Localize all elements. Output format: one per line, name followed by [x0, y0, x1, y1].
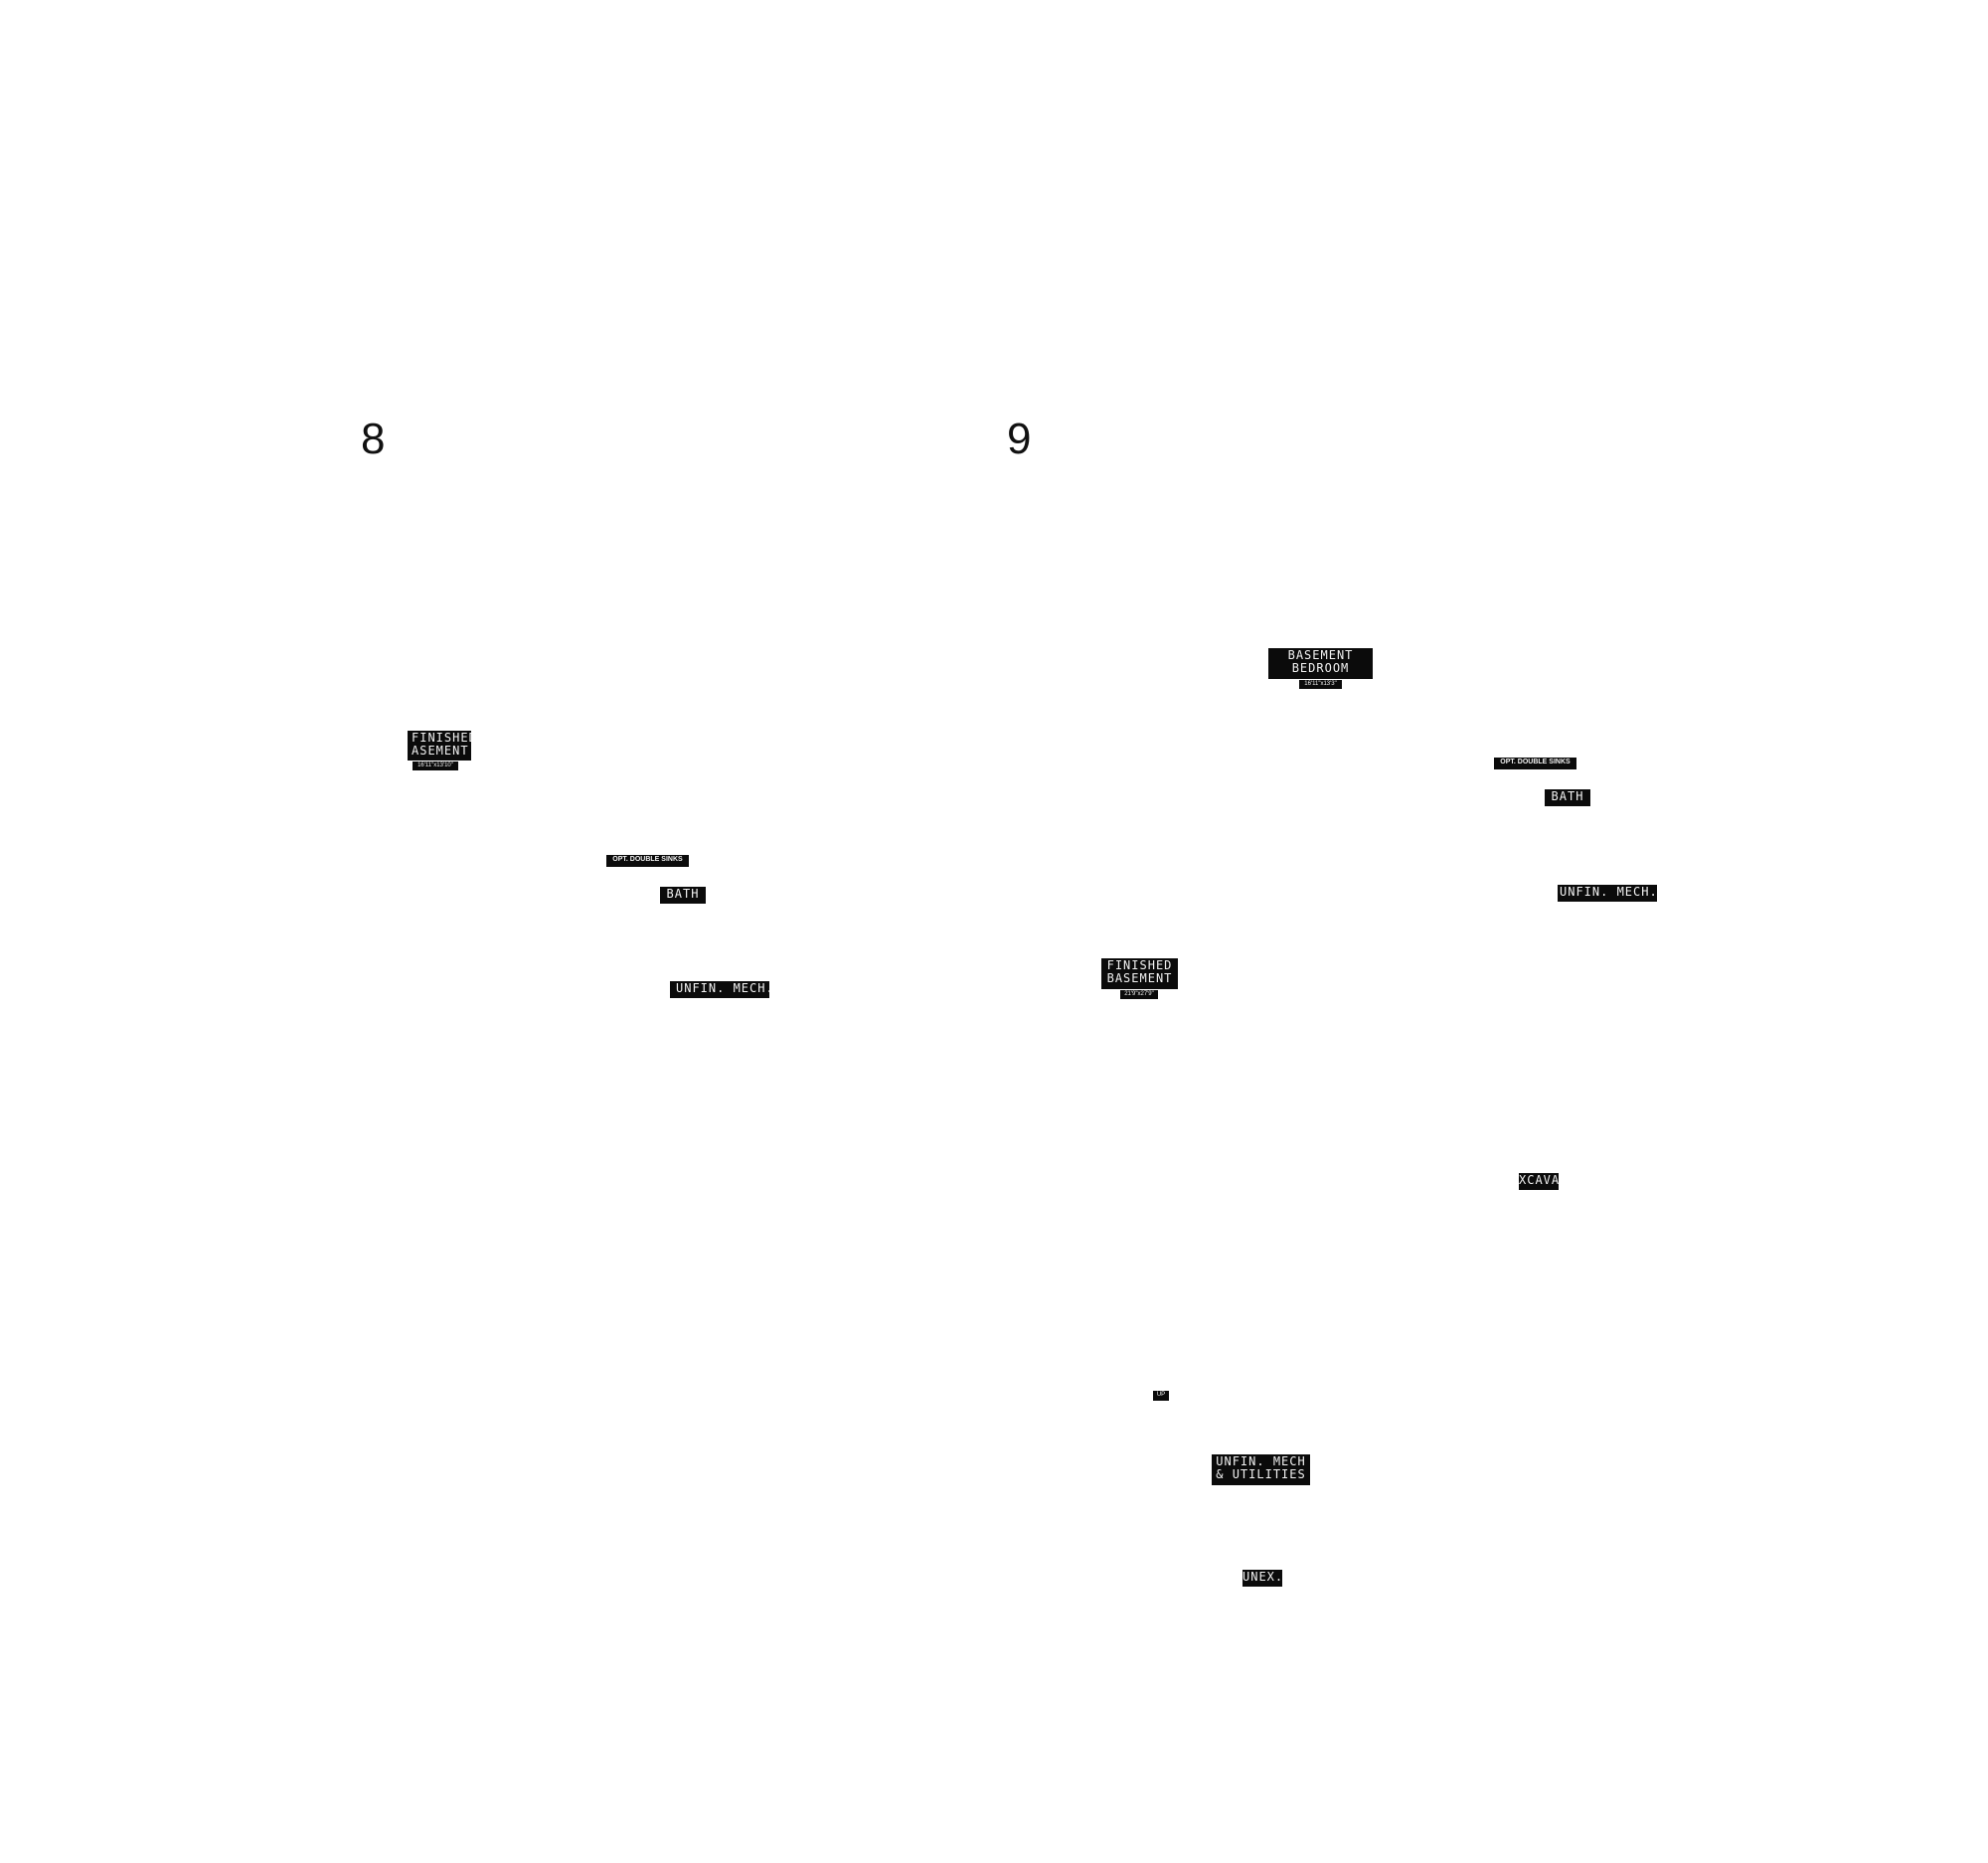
plan-number-8: 8 [361, 415, 386, 463]
unfin-mech-label: UNFIN. MECH. [670, 981, 769, 998]
basement-bedroom-dimensions: 16'11"x13'3" [1299, 680, 1342, 689]
basement-bedroom-label: BASEMENT BEDROOM [1268, 648, 1373, 679]
finished-basement-dimensions: 16'11"x13'10" [413, 762, 458, 770]
finished-basement-line1: FINISHED [1106, 958, 1173, 972]
finished-basement-label: FINISHED BASEMENT [1101, 958, 1178, 989]
unex-label: UNEX. [1242, 1570, 1282, 1587]
basement-bedroom-line1: BASEMENT [1287, 648, 1354, 662]
finished-basement-label: FINISHED ASEMENT [408, 731, 471, 761]
finished-basement-line2: ASEMENT [412, 744, 469, 758]
excavation-label: XCAVA [1519, 1173, 1559, 1190]
finished-basement-line1: FINISHED [412, 731, 471, 745]
finished-basement-line2: BASEMENT [1106, 971, 1173, 985]
opt-double-sinks-label: OPT. DOUBLE SINKS [606, 855, 689, 867]
unfin-mech-label: UNFIN. MECH. [1558, 885, 1657, 902]
bath-label: BATH [1545, 789, 1590, 806]
up-label: UP [1153, 1391, 1169, 1401]
unfin-mech-utilities-line1: UNFIN. MECH [1216, 1454, 1306, 1468]
bath-label: BATH [660, 887, 706, 904]
basement-bedroom-line2: BEDROOM [1291, 661, 1350, 675]
opt-double-sinks-label: OPT. DOUBLE SINKS [1494, 758, 1576, 769]
unfin-mech-utilities-label: UNFIN. MECH & UTILITIES [1212, 1454, 1310, 1485]
plan-number-9: 9 [1007, 415, 1032, 463]
finished-basement-dimensions: 21'9"x27'9" [1120, 990, 1158, 999]
unfin-mech-utilities-line2: & UTILITIES [1216, 1467, 1306, 1481]
